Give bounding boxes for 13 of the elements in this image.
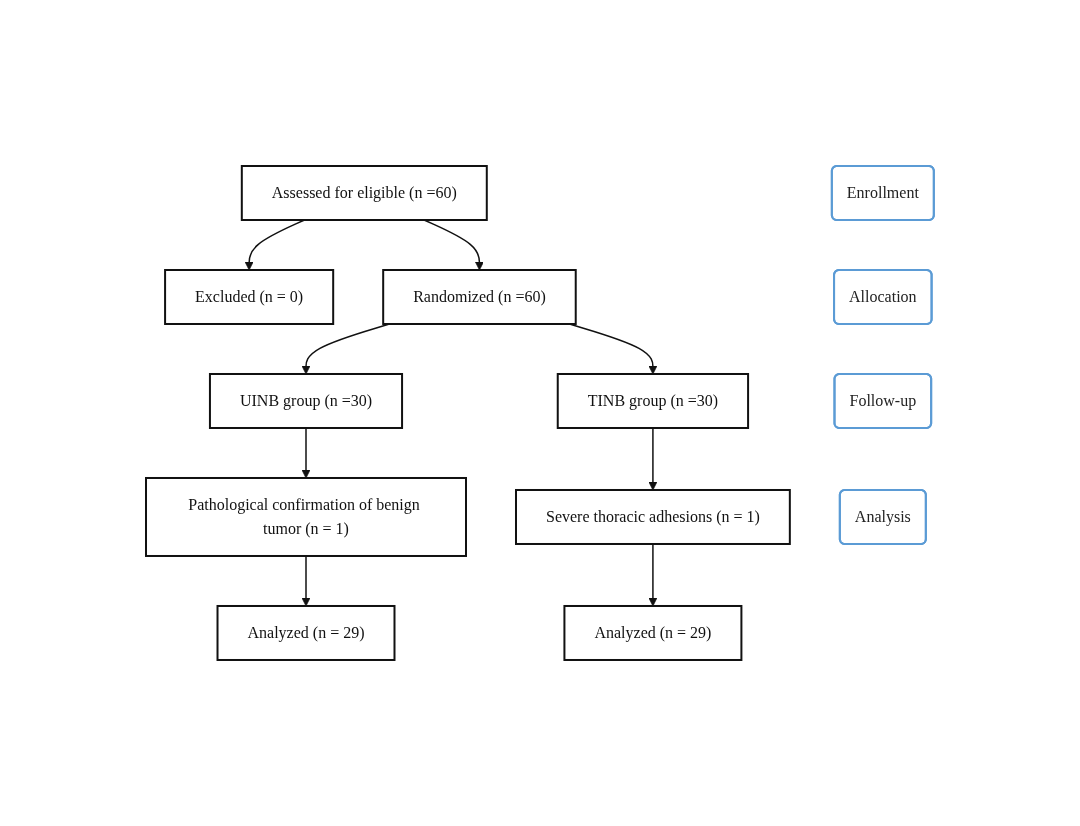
- node-box: Analyzed (n = 29): [563, 605, 743, 661]
- node-box: Excluded (n = 0): [164, 269, 335, 325]
- node-box: Randomized (n =60): [382, 269, 577, 325]
- arrow: [648, 543, 658, 607]
- node-box: Assessed for eligible (n =60): [240, 165, 488, 221]
- node-box: TINB group (n =30): [556, 373, 750, 429]
- node-box: Analyzed (n = 29): [216, 605, 396, 661]
- node-box: UINB group (n =30): [209, 373, 404, 429]
- arrow: [648, 427, 658, 491]
- node-box: Severe thoracic adhesions (n = 1): [515, 489, 791, 545]
- arrow: [301, 555, 311, 607]
- node-box: Pathological confirmation of benign tumor (n = 1): [145, 477, 468, 557]
- arrow: [301, 427, 311, 479]
